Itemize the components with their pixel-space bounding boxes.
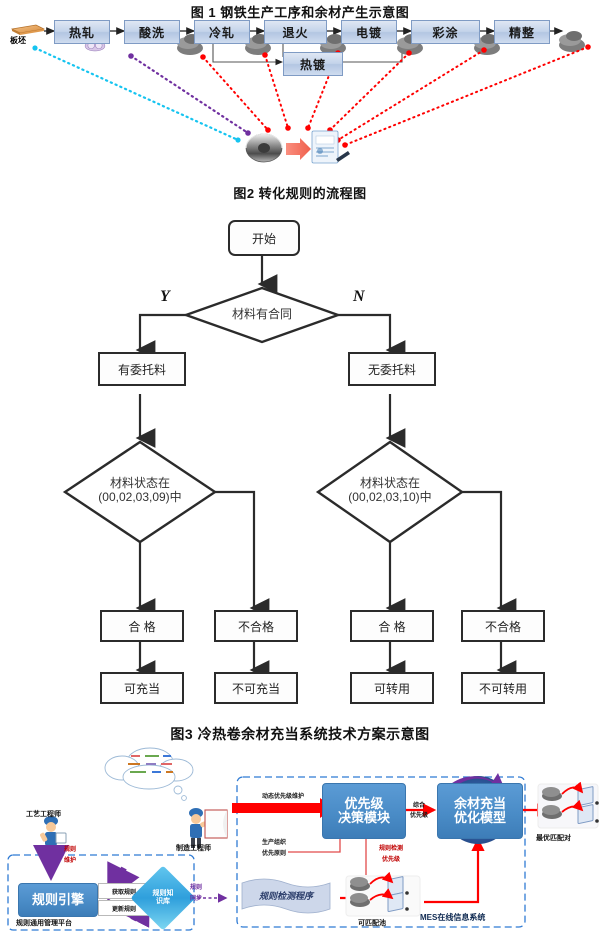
- mes-system-boundary: [236, 776, 526, 928]
- result-box-qualified-right[interactable]: 合 格: [350, 610, 434, 642]
- optimize-model-line1: 余材充当: [453, 796, 506, 812]
- flow-box-entrusted-yes[interactable]: 有委托料: [98, 352, 186, 386]
- branch-label-no: N: [353, 288, 365, 305]
- knowledge-base-box[interactable]: 规则知 识库: [140, 875, 186, 921]
- knowledge-base-label-line1: 规则知: [152, 889, 174, 897]
- outcome-box-substitutable[interactable]: 可充当: [100, 672, 184, 704]
- rule-engine-box[interactable]: 规则引擎: [18, 883, 98, 917]
- material-optimize-model[interactable]: 余材充当 优化模型: [437, 783, 523, 839]
- flow-box-entrusted-no[interactable]: 无委托料: [348, 352, 436, 386]
- detect-rule-line2: 优先级: [381, 857, 400, 863]
- priority-module-line2: 决策模块: [337, 810, 390, 825]
- result-box-qualified-left[interactable]: 合 格: [100, 610, 184, 642]
- pink-arrow-icon: [286, 138, 311, 160]
- outcome-box-not-substitutable[interactable]: 不可充当: [214, 672, 298, 704]
- rule-platform-boundary: [7, 854, 195, 931]
- matchable-pool-icon: [345, 871, 421, 917]
- document-icon: [311, 130, 350, 164]
- dynamic-priority-arrow: [232, 798, 334, 818]
- outcome-box-transferable[interactable]: 可转用: [350, 672, 434, 704]
- process-box-cold-rolling[interactable]: 冷轧: [194, 20, 250, 44]
- result-box-unqualified-left[interactable]: 不合格: [214, 610, 298, 642]
- thought-cloud-text: [128, 755, 173, 773]
- result-box-unqualified-right[interactable]: 不合格: [461, 610, 545, 642]
- process-box-plating[interactable]: 电镀: [341, 20, 397, 44]
- rule-maintain-label-line2: 维护: [63, 858, 76, 864]
- process-box-pickling[interactable]: 酸洗: [124, 20, 180, 44]
- priority-decision-module[interactable]: 优先级 决策模块: [322, 783, 406, 839]
- figure-2-container: 图2 转化规则的流程图: [0, 180, 600, 720]
- combined-priority-line2: 优先级: [409, 813, 428, 819]
- production-rule-line2: 优先原则: [261, 851, 286, 857]
- process-box-finishing[interactable]: 精整: [494, 20, 550, 44]
- branch-label-yes: Y: [160, 288, 170, 305]
- slab-label: 板坯: [10, 36, 26, 45]
- figure-1-container: 图 1 钢铁生产工序和余材产生示意图: [0, 0, 600, 180]
- slab-icon: [10, 24, 46, 35]
- priority-module-line1: 优先级: [344, 796, 384, 812]
- dynamic-priority-label: 动态优先级维护: [261, 794, 304, 800]
- process-box-color-coating[interactable]: 彩涂: [411, 20, 480, 44]
- optimal-match-label: 最优匹配对: [536, 835, 571, 842]
- combined-priority-line1: 综合: [412, 803, 425, 809]
- scan-program-label: 规则检测程序: [258, 891, 313, 901]
- process-box-hot-dip[interactable]: 热镀: [283, 52, 343, 76]
- detect-rule-line1: 规则检测: [378, 846, 403, 852]
- manufacturing-engineer-label: 制造工程师: [176, 845, 211, 852]
- optimize-model-line2: 优化模型: [453, 810, 506, 825]
- knowledge-base-label-line2: 识库: [156, 898, 170, 905]
- figure-2-title: 图2 转化规则的流程图: [233, 186, 367, 201]
- process-box-hot-rolling[interactable]: 热轧: [54, 20, 110, 44]
- flow-start-node[interactable]: 开始: [228, 220, 300, 256]
- mes-system-caption: MES在线信息系统: [420, 913, 486, 922]
- rule-maintain-label-line1: 规则: [63, 847, 76, 853]
- matchable-pool-arrow: [424, 837, 485, 904]
- production-rule-line1: 生产组织: [261, 840, 286, 846]
- steel-coil-icon: [245, 133, 283, 163]
- scan-program-banner: [241, 878, 331, 914]
- figure-1-title: 图 1 钢铁生产工序和余材产生示意图: [190, 5, 410, 20]
- rule-sync-label-line1: 规则: [190, 885, 203, 891]
- rule-platform-caption: 规则通用管理平台: [16, 920, 72, 927]
- figure-3-container: 图3 冷热卷余材充当系统技术方案示意图: [0, 720, 600, 950]
- matchable-pool-label: 可匹配池: [358, 920, 386, 927]
- outcome-box-not-transferable[interactable]: 不可转用: [461, 672, 545, 704]
- optimal-match-icon: [537, 781, 599, 829]
- process-engineer-label: 工艺工程师: [26, 811, 61, 818]
- process-box-annealing[interactable]: 退火: [264, 20, 327, 44]
- manufacturing-engineer-icon: [189, 808, 228, 848]
- rule-sync-label-line2: 同步: [190, 896, 203, 902]
- figure-3-title: 图3 冷热卷余材充当系统技术方案示意图: [170, 726, 430, 742]
